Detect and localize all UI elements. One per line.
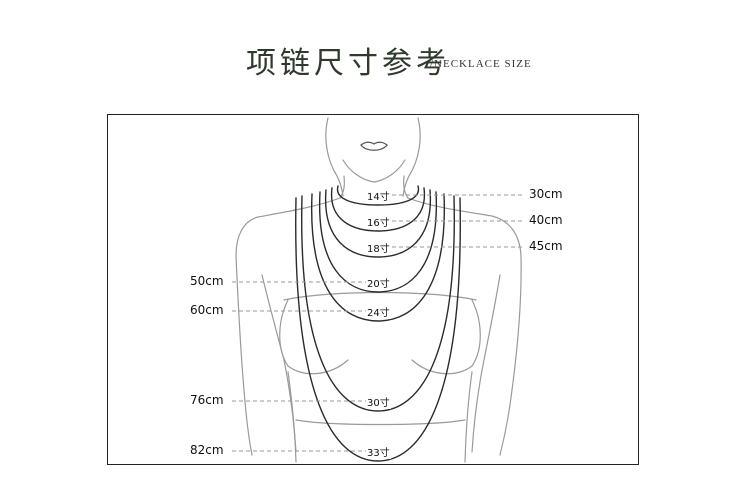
- size-label-cm: 40cm: [529, 213, 563, 227]
- torso-right-outline: [464, 371, 473, 463]
- jaw-outline: [342, 159, 406, 183]
- hair-right-outline: [402, 117, 421, 197]
- title-chinese: 项链尺寸参考: [246, 46, 450, 81]
- necklace-chain-20寸: [318, 191, 438, 293]
- necklace-chain-24寸: [311, 193, 445, 322]
- hair-left-outline: [325, 117, 344, 197]
- size-label-cm: 60cm: [190, 303, 224, 317]
- size-label-cun: 24寸: [366, 304, 391, 319]
- size-label-cm: 45cm: [529, 239, 563, 253]
- arm-left-inner: [261, 274, 297, 453]
- size-label-cm: 76cm: [190, 393, 224, 407]
- size-label-cun: 30寸: [366, 394, 391, 409]
- size-label-cun: 20寸: [366, 275, 391, 290]
- necklace-chain-16寸: [330, 187, 426, 232]
- arm-right-inner: [471, 274, 501, 453]
- neck-right-outline: [403, 175, 409, 199]
- bust-top-line: [283, 291, 477, 301]
- illustration-frame: [107, 114, 639, 465]
- necklace-chain-33寸: [295, 197, 461, 462]
- torso-left-outline: [287, 371, 297, 463]
- size-label-cm: 30cm: [529, 187, 563, 201]
- mouth-upper-lip: [360, 141, 388, 146]
- size-label-cm: 50cm: [190, 274, 224, 288]
- shoulder-right-outline: [407, 197, 522, 257]
- size-label-cun: 14寸: [366, 188, 391, 203]
- bust-right-outline: [411, 299, 481, 375]
- belt-line: [295, 419, 466, 426]
- size-label-cun: 18寸: [366, 240, 391, 255]
- arm-left-outer: [235, 255, 253, 456]
- size-label-cun: 33寸: [366, 444, 391, 459]
- title-english: /NECKLACE SIZE: [430, 58, 532, 70]
- necklace-chain-18寸: [324, 189, 432, 258]
- bust-left-outline: [279, 299, 349, 375]
- necklace-chain-14寸: [336, 185, 420, 206]
- arm-right-outer: [499, 255, 522, 456]
- size-label-cun: 16寸: [366, 214, 391, 229]
- size-label-cm: 82cm: [190, 443, 224, 457]
- necklace-chain-30寸: [301, 195, 455, 412]
- mouth-lower-lip: [360, 144, 388, 151]
